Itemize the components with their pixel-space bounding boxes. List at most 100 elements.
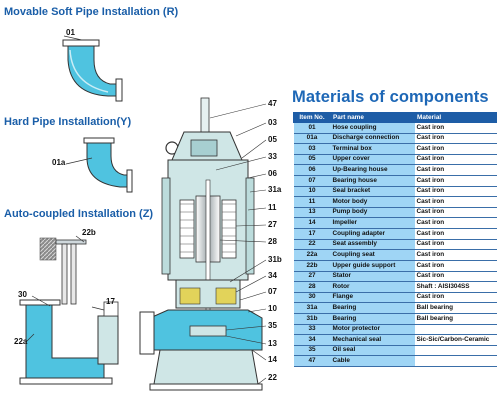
cell-material <box>414 355 497 367</box>
cell-item-no: 22a <box>293 249 331 261</box>
header-part-name: Part name <box>330 112 415 123</box>
cell-item-no: 17 <box>293 228 331 240</box>
cell-part-name: Seal bracket <box>330 186 415 198</box>
cell-item-no: 35 <box>293 345 331 357</box>
cell-material <box>414 324 497 336</box>
cell-item-no: 03 <box>293 143 331 155</box>
cell-part-name: Bearing <box>330 313 415 325</box>
cell-item-no: 06 <box>293 164 331 177</box>
pump-label-10: 10 <box>268 304 277 313</box>
cell-item-no: 13 <box>293 207 331 219</box>
cell-item-no: 01a <box>293 133 331 145</box>
cell-material: Cast iron <box>414 186 497 198</box>
cell-item-no: 27 <box>293 271 331 283</box>
cell-item-no: 01 <box>293 122 331 134</box>
cell-item-no: 31b <box>293 313 331 325</box>
cell-part-name: Upper guide support <box>330 260 415 272</box>
cell-material: Cast iron <box>414 122 497 134</box>
pump-label-34: 34 <box>268 271 277 280</box>
pump-label-13: 13 <box>268 339 277 348</box>
cell-part-name: Rotor <box>330 281 415 293</box>
cell-material: Cast iron <box>414 217 497 230</box>
label-30: 30 <box>18 290 27 299</box>
pump-leader-lines <box>209 103 267 385</box>
hard-install-title: Hard Pipe Installation(Y) <box>4 116 132 128</box>
cell-material: Sic-Sic/Carbon-Ceramic <box>414 334 497 346</box>
pump-label-22: 22 <box>268 373 277 382</box>
pump-label-05: 05 <box>268 135 277 144</box>
cell-item-no: 22 <box>293 239 331 251</box>
cell-material: Cast iron <box>414 164 497 177</box>
header-material: Material <box>414 112 497 123</box>
cell-item-no: 47 <box>293 355 331 367</box>
hard-elbow <box>65 137 133 193</box>
cell-part-name: Motor protector <box>330 324 415 336</box>
cell-item-no: 30 <box>293 292 331 304</box>
pump-label-28: 28 <box>268 237 277 246</box>
cell-item-no: 07 <box>293 175 331 187</box>
cell-material: Cast iron <box>414 207 497 219</box>
cell-material: Cast iron <box>414 143 497 155</box>
cell-part-name: Coupling adapter <box>330 228 415 240</box>
cell-part-name: Bearing <box>330 302 415 314</box>
cell-material: Cast iron <box>414 249 497 261</box>
pump-label-06: 06 <box>268 169 277 178</box>
table-header-row: Item No. Part name Material <box>293 112 497 123</box>
pump-label-31a: 31a <box>268 185 282 194</box>
cell-material: Cast iron <box>414 260 497 272</box>
label-17: 17 <box>106 297 115 306</box>
pump-label-35: 35 <box>268 321 277 330</box>
cell-material: Ball bearing <box>414 302 497 314</box>
pump-label-03: 03 <box>268 118 277 127</box>
cell-item-no: 28 <box>293 281 331 293</box>
cell-material: Shaft : AISI304SS <box>414 281 497 293</box>
cell-part-name: Stator <box>330 271 415 283</box>
label-01a: 01a <box>52 158 66 167</box>
cell-part-name: Up-Bearing house <box>330 164 415 177</box>
pump-cross-section <box>139 97 263 391</box>
movable-elbow <box>62 35 123 102</box>
cell-part-name: Cable <box>330 355 415 367</box>
cell-item-no: 33 <box>293 324 331 336</box>
cell-part-name: Upper cover <box>330 154 415 166</box>
cell-part-name: Impeller <box>330 217 415 230</box>
cell-material: Cast iron <box>414 154 497 166</box>
cell-material: Ball bearing <box>414 313 497 325</box>
label-22b: 22b <box>82 228 96 237</box>
pump-label-07: 07 <box>268 287 277 296</box>
cell-part-name: Pump body <box>330 207 415 219</box>
cell-material: Cast iron <box>414 271 497 283</box>
cell-part-name: Terminal box <box>330 143 415 155</box>
cell-item-no: 31a <box>293 302 331 314</box>
cell-part-name: Flange <box>330 292 415 304</box>
cell-item-no: 34 <box>293 334 331 346</box>
cell-part-name: Discharge connection <box>330 133 415 145</box>
cell-item-no: 14 <box>293 217 331 230</box>
pump-label-31b: 31b <box>268 255 282 264</box>
cell-part-name: Bearing house <box>330 175 415 187</box>
label-01: 01 <box>66 28 75 37</box>
cell-part-name: Coupling seat <box>330 249 415 261</box>
